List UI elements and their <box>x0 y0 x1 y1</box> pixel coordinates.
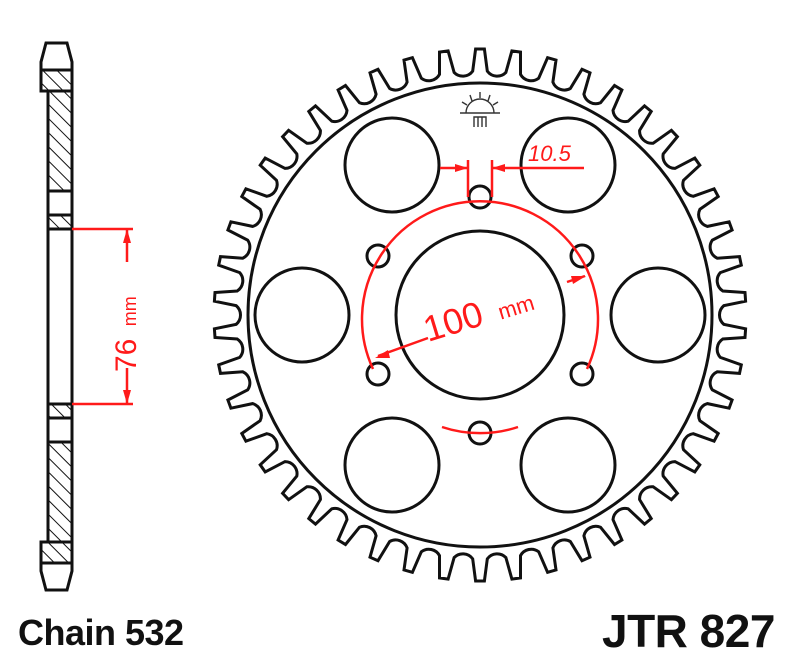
lightening-hole <box>343 416 441 514</box>
bore-value-label: 76 mm <box>110 296 143 372</box>
lightening-hole <box>519 116 617 214</box>
chain-size-label: Chain 532 <box>18 612 184 653</box>
inner-ring <box>246 81 714 549</box>
side-profile <box>39 41 74 592</box>
part-number-label: JTR 827 <box>602 605 775 657</box>
bolt-hole <box>569 243 595 269</box>
lightening-hole <box>253 266 351 364</box>
bore-dimension: 76 mm <box>72 227 143 406</box>
sun-logo-icon <box>460 92 500 127</box>
bolt-hole <box>365 243 391 269</box>
bolt-hole-value-label: 10.5 <box>528 141 572 166</box>
lightening-hole <box>519 416 617 514</box>
sprocket-front-view <box>212 47 748 583</box>
bolt-hole-dimension <box>440 160 584 197</box>
bolt-hole <box>365 361 391 387</box>
lightening-hole <box>609 266 707 364</box>
bolt-hole <box>569 361 595 387</box>
pcd-dimension <box>360 200 600 435</box>
lightening-hole <box>343 116 441 214</box>
center-bore <box>394 229 566 401</box>
